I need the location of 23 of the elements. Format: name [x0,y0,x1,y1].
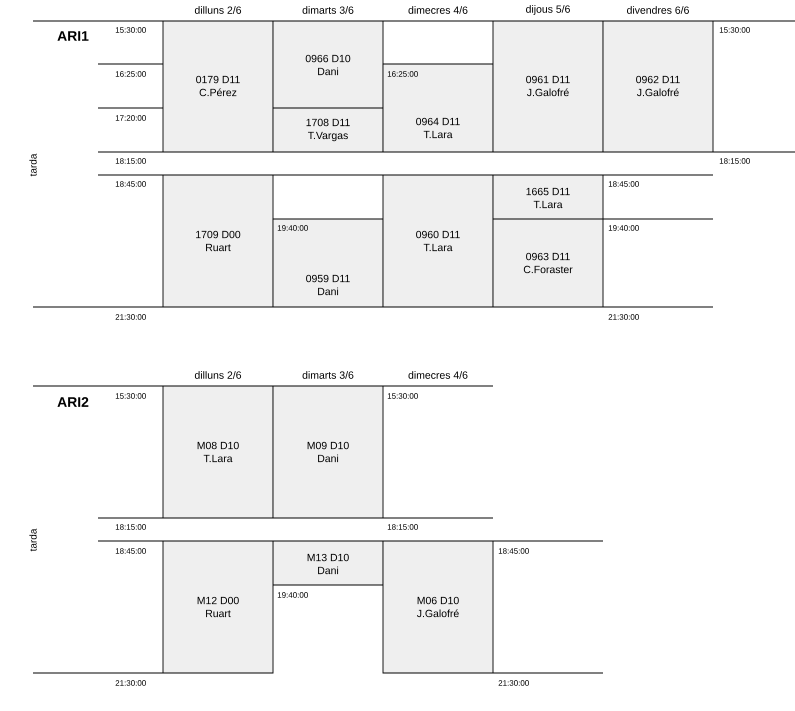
class-cell: 0962 D11 J.Galofré [602,20,714,152]
day-header: dimarts 3/6 [302,371,354,379]
class-cell: M08 D10 T.Lara [162,386,274,518]
day-header: divendres 6/6 [627,6,689,14]
shift-label: tarda [29,528,37,552]
class-cell: M13 D10 Dani [272,540,384,586]
class-cell: 0961 D11 J.Galofré [492,20,604,152]
day-header: dimecres 4/6 [408,371,468,379]
class-cell: 1665 D11 T.Lara [492,174,604,220]
class-cell: M06 D10 J.Galofré [382,540,494,674]
room-title: ARI1 [57,31,88,41]
class-cell: 1709 D00 Ruart [162,174,274,308]
class-cell: 0960 D11 T.Lara [382,174,494,308]
shift-label: tarda [29,154,37,176]
class-cell: M09 D10 Dani [272,386,384,518]
class-cell: 1708 D11 T.Vargas [272,108,384,152]
class-cell: 0963 D11 C.Foraster [492,218,604,308]
day-header: dimecres 4/6 [408,6,468,14]
day-header: dimarts 3/6 [302,6,354,14]
class-cell: 0966 D10 Dani [272,20,384,108]
class-cell: 0179 D11 C.Pérez [162,20,274,152]
class-cell: M12 D00 Ruart [162,540,274,674]
room-title: ARI2 [57,397,88,407]
